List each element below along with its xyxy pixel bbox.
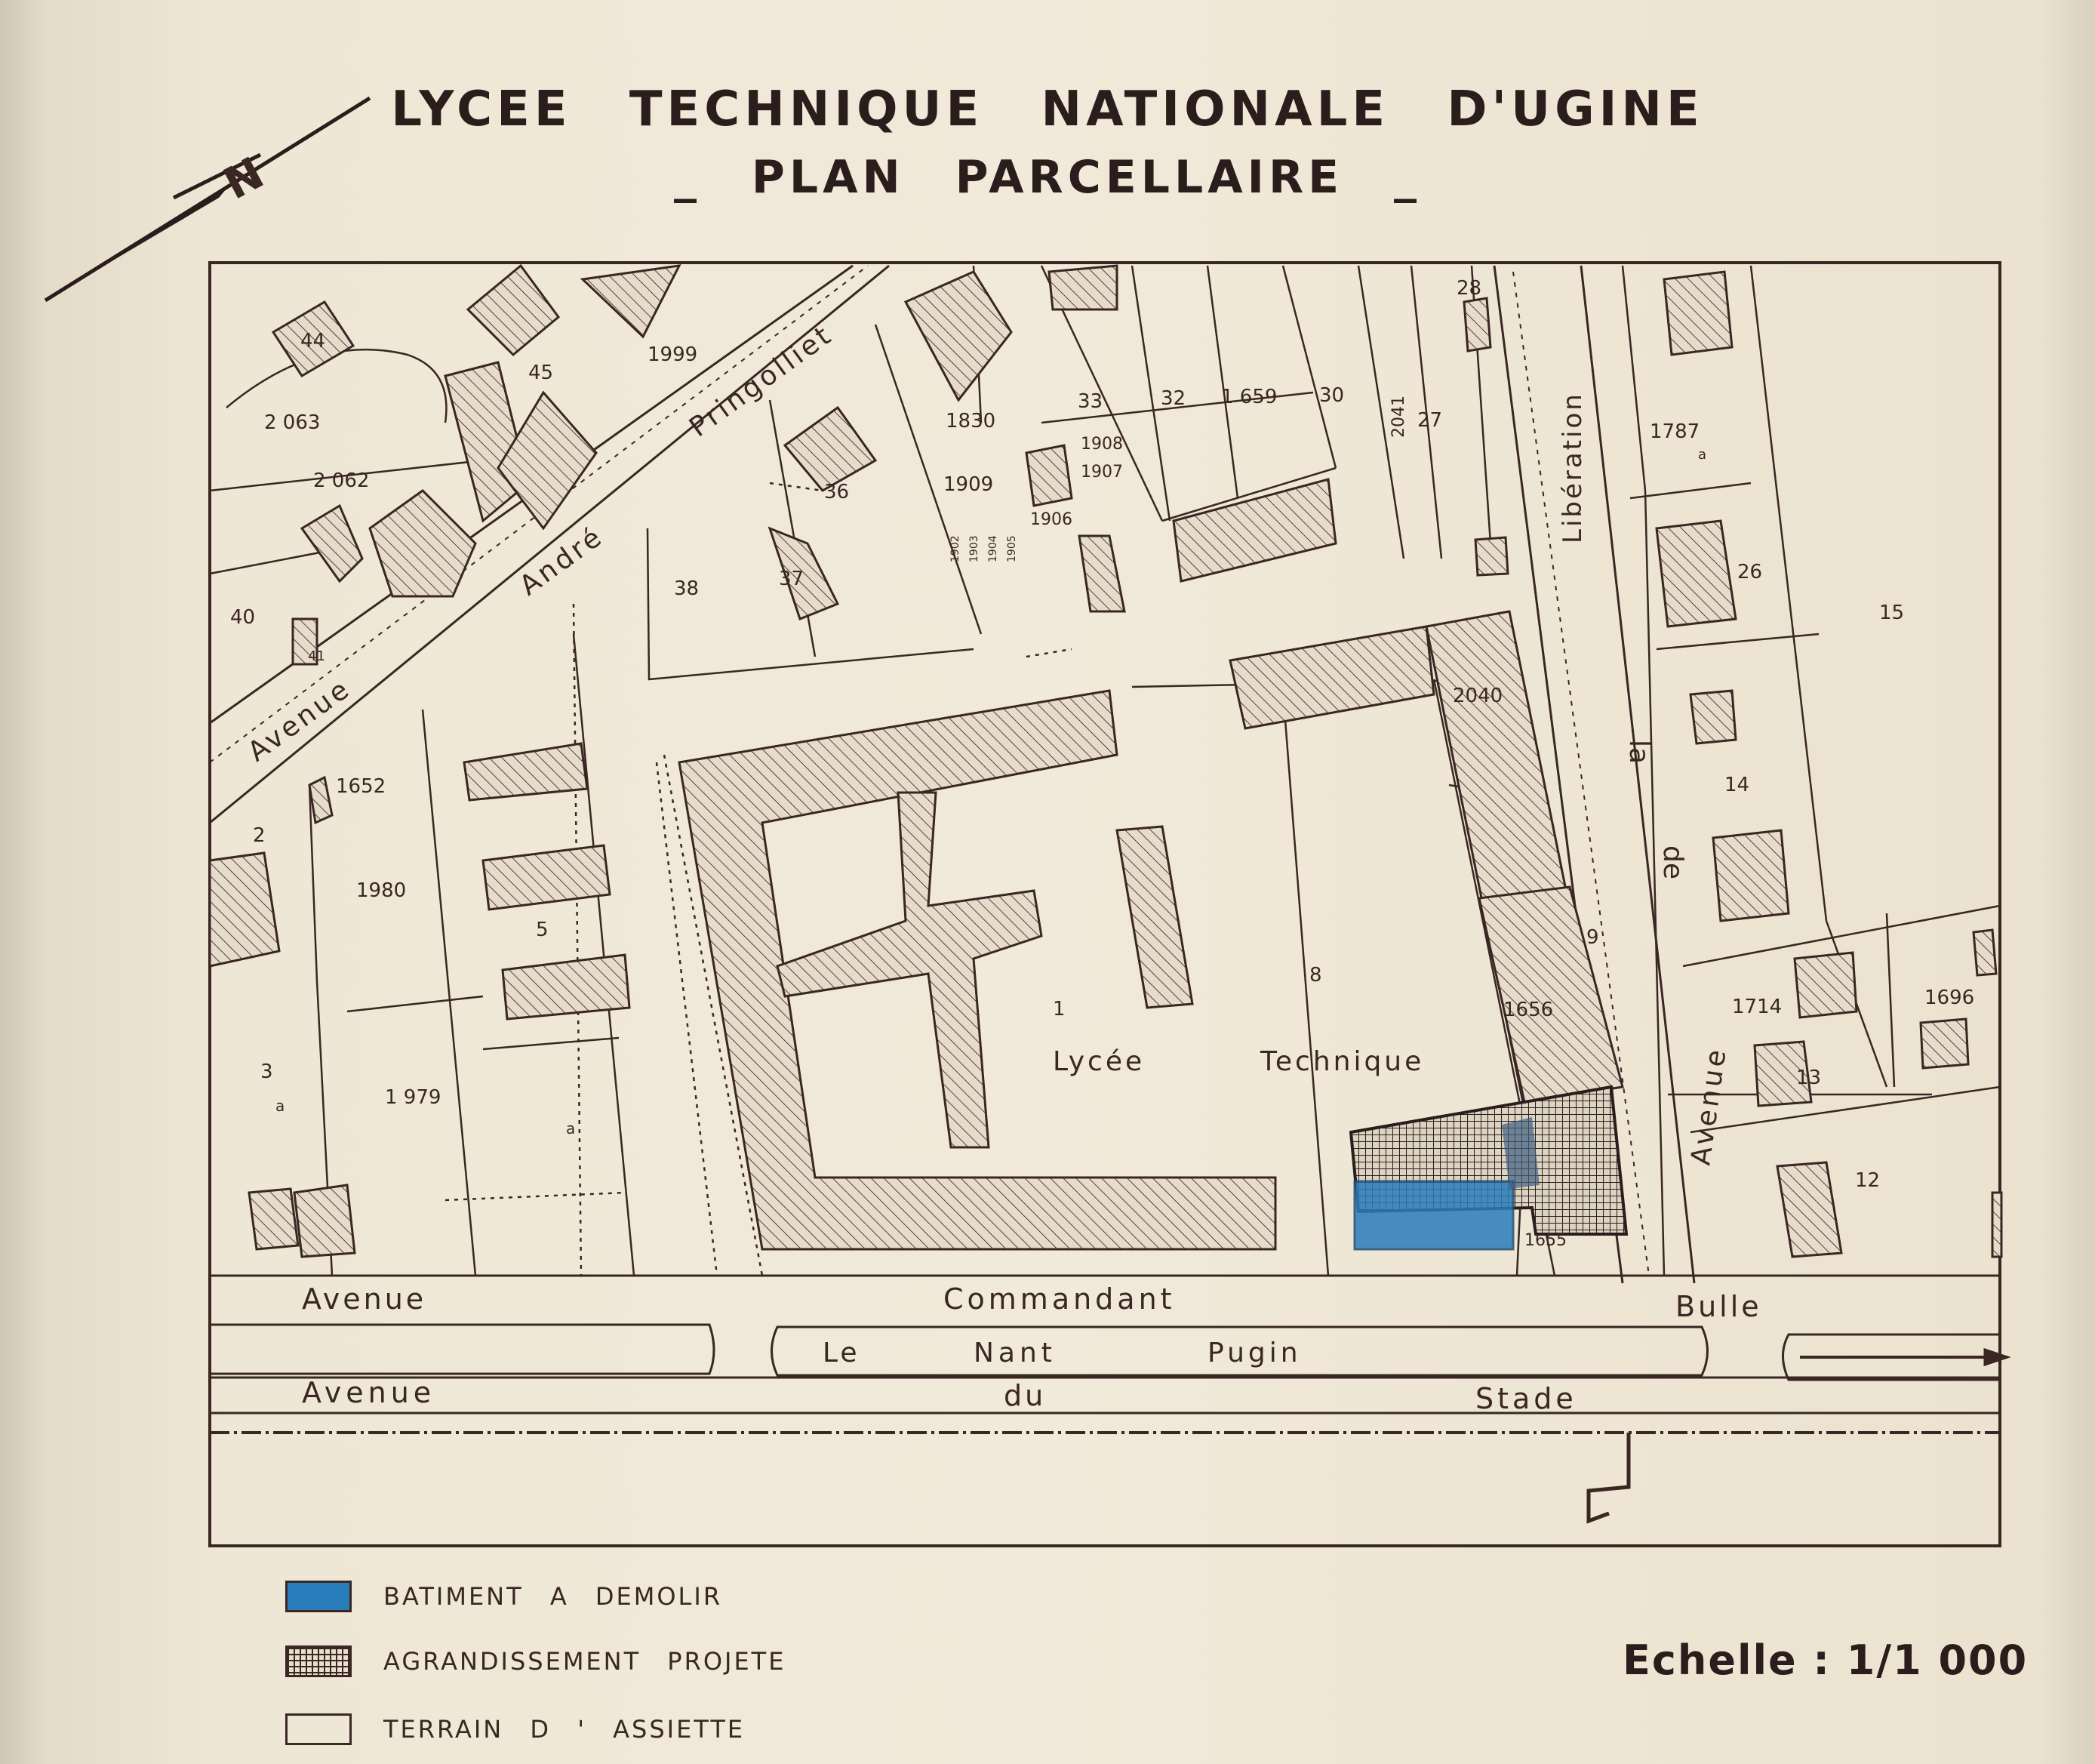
parcel-number: 2 063 xyxy=(264,411,320,434)
parcel-number: 44 xyxy=(300,330,325,352)
parcel-number: 1655 xyxy=(1524,1231,1567,1250)
demolition-building xyxy=(1353,1180,1515,1251)
parcel-number: 1908 xyxy=(1081,435,1123,454)
legend-swatch-grid xyxy=(285,1645,352,1677)
parcel-number: 1696 xyxy=(1924,987,1974,1009)
parcel-number: 30 xyxy=(1319,384,1344,407)
parcel-number: 1830 xyxy=(946,410,995,433)
street-label-de: de xyxy=(1657,845,1688,879)
map-subtitle: _ PLAN PARCELLAIRE _ xyxy=(673,151,1422,204)
parcel-number: 13 xyxy=(1796,1067,1821,1089)
parcel-number: 1 979 xyxy=(385,1086,441,1109)
street-label-la: la xyxy=(1623,740,1654,764)
parcel-number: 1 659 xyxy=(1221,386,1277,408)
legend-site: TERRAIN D ' ASSIETTE xyxy=(285,1712,745,1747)
dark-shadow-block xyxy=(1502,1117,1540,1189)
campus-label-lycee: Lycée xyxy=(1053,1046,1145,1077)
parcel-number: 14 xyxy=(1724,774,1749,796)
parcel-number: 15 xyxy=(1879,602,1904,624)
parcel-number: 1714 xyxy=(1732,996,1782,1018)
parcel-number: 2 062 xyxy=(313,469,369,492)
parcel-number: 28 xyxy=(1457,277,1481,300)
parcel-number: 2041 xyxy=(1389,396,1408,438)
parcel-number: a xyxy=(275,1097,285,1115)
parcel-number: 1903 xyxy=(968,535,980,562)
parcel-number: 1906 xyxy=(1030,510,1072,529)
street-label-du: du xyxy=(1004,1379,1046,1412)
scale-label: Echelle : 1/1 000 xyxy=(1623,1636,2029,1684)
parcel-number: 36 xyxy=(824,481,849,503)
parcel-number: 8 xyxy=(1309,964,1322,987)
parcel-number: 2040 xyxy=(1453,685,1503,707)
street-label-liberation: Libération xyxy=(1558,392,1588,543)
parcel-number: 1904 xyxy=(987,535,999,562)
parcel-number: 2 xyxy=(253,824,266,847)
legend-swatch-blue xyxy=(285,1581,352,1612)
parcel-number: 1787 xyxy=(1650,420,1700,443)
parcel-number: 3 xyxy=(260,1061,273,1083)
parcel-number: 1656 xyxy=(1503,999,1553,1021)
parcel-number: a xyxy=(1698,447,1706,463)
parcel-number: 12 xyxy=(1855,1169,1880,1192)
stream-label-le: Le xyxy=(823,1338,860,1368)
parcel-number: 1902 xyxy=(949,535,961,562)
parcel-number: 1980 xyxy=(356,879,406,902)
street-label-avenue-liberation: Avenue xyxy=(1685,1045,1733,1167)
parcel-number: 5 xyxy=(536,919,549,941)
parcel-number: 32 xyxy=(1161,387,1186,410)
parcel-number: 38 xyxy=(674,577,699,600)
parcel-numbers: 44 45 1999 2 063 2 062 40 41 1652 2 1980… xyxy=(230,277,1974,1250)
street-label-commandant: Commandant xyxy=(943,1282,1176,1316)
parcel-number: 45 xyxy=(528,362,553,384)
stream-label-nant: Nant xyxy=(974,1338,1057,1368)
legend-extension: AGRANDISSEMENT PROJETE xyxy=(285,1644,786,1679)
legend-label: TERRAIN D ' ASSIETTE xyxy=(383,1715,746,1744)
parcel-number: 1 xyxy=(1053,998,1066,1021)
parcel-number: 1907 xyxy=(1081,463,1123,482)
parcel-number: 27 xyxy=(1417,409,1442,432)
street-label-avenue-commandant: Avenue xyxy=(302,1282,426,1316)
campus-label-technique: Technique xyxy=(1260,1046,1424,1077)
parcel-number: 37 xyxy=(779,568,804,590)
parcel-number: a xyxy=(566,1119,575,1138)
map-title: LYCEE TECHNIQUE NATIONALE D'UGINE xyxy=(391,82,1704,137)
parcel-number: 26 xyxy=(1737,561,1762,583)
north-label: N xyxy=(215,147,272,210)
parcel-number: 41 xyxy=(308,648,325,664)
legend-demolish: BATIMENT A DEMOLIR xyxy=(285,1579,722,1614)
existing-buildings xyxy=(208,263,2003,1258)
parcel-number: 40 xyxy=(230,606,255,629)
parcel-number: 1999 xyxy=(648,343,697,366)
legend-swatch-plain xyxy=(285,1713,352,1745)
legend-label: BATIMENT A DEMOLIR xyxy=(383,1582,723,1611)
parcel-number: 33 xyxy=(1078,390,1103,413)
street-label-avenue-stade: Avenue xyxy=(302,1376,435,1409)
parcel-number: 1905 xyxy=(1006,535,1018,562)
legend-label: AGRANDISSEMENT PROJETE xyxy=(383,1647,786,1676)
parcel-number: 1909 xyxy=(943,473,993,496)
north-arrow-icon: N xyxy=(44,96,371,303)
street-label-stade: Stade xyxy=(1475,1382,1577,1415)
street-label-bulle: Bulle xyxy=(1675,1290,1762,1323)
parcel-number: 9 xyxy=(1586,926,1599,949)
stream-label-pugin: Pugin xyxy=(1207,1338,1302,1368)
parcel-number: 1652 xyxy=(336,775,386,798)
